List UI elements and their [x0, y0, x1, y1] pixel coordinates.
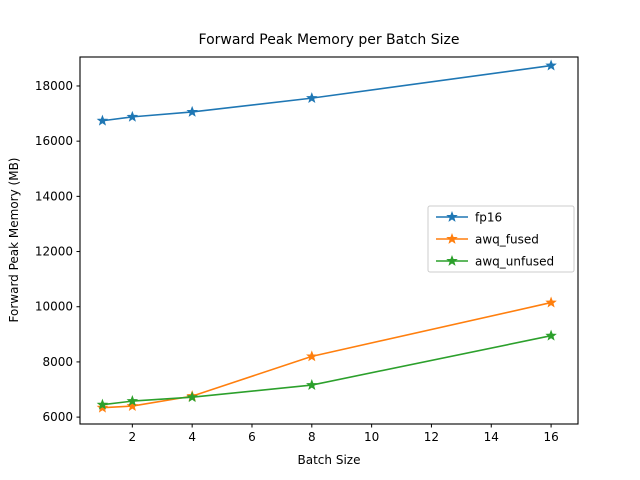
y-tick-label: 18000 [35, 79, 73, 93]
data-point-awq_unfused-2 [126, 395, 139, 406]
data-point-awq_unfused-8 [306, 379, 318, 390]
data-point-awq_unfused-16 [545, 329, 557, 341]
data-point-fp16-16 [545, 59, 557, 71]
legend-marker-awq_unfused [446, 254, 458, 266]
data-point-fp16-1 [96, 114, 109, 126]
legend-entry-awq_fused[interactable]: awq_fused [436, 233, 539, 247]
data-point-fp16-8 [306, 92, 318, 104]
axes-frame [79, 56, 579, 425]
y-tick-label: 16000 [35, 134, 73, 148]
x-tick-label: 8 [308, 430, 316, 444]
y-tick-label: 12000 [35, 245, 73, 259]
data-series-group [96, 59, 557, 413]
x-tick-label: 10 [364, 430, 379, 444]
data-point-awq_unfused-4 [186, 391, 198, 403]
legend-marker-fp16 [446, 210, 458, 222]
legend-label-awq_unfused: awq_unfused [475, 255, 554, 269]
x-tick-label: 12 [424, 430, 439, 444]
data-point-fp16-2 [126, 110, 139, 122]
legend-entry-awq_unfused[interactable]: awq_unfused [436, 255, 554, 269]
series-fp16 [96, 59, 557, 126]
legend-label-awq_fused: awq_fused [475, 233, 539, 247]
series-awq_unfused [96, 329, 557, 410]
x-tick-label: 2 [129, 430, 137, 444]
x-tick-label: 16 [543, 430, 558, 444]
data-point-awq_fused-8 [306, 350, 318, 362]
data-point-fp16-4 [186, 105, 198, 117]
x-axis-label: Batch Size [298, 453, 361, 467]
x-tick-label: 4 [188, 430, 196, 444]
legend[interactable]: fp16 awq_fused awq_unfused [427, 205, 575, 273]
y-axis-ticks: 6000 8000 10000 12000 14000 16000 18000 [35, 79, 80, 424]
y-tick-label: 8000 [42, 355, 73, 369]
y-tick-label: 10000 [35, 300, 73, 314]
data-point-awq_unfused-1 [96, 398, 109, 410]
data-point-awq_fused-16 [545, 296, 557, 308]
chart-title: Forward Peak Memory per Batch Size [199, 32, 460, 48]
y-tick-label: 6000 [42, 410, 73, 424]
x-axis-ticks: 2 4 6 8 10 12 14 16 [129, 424, 559, 444]
x-tick-label: 6 [248, 430, 256, 444]
x-tick-label: 14 [484, 430, 499, 444]
legend-marker-awq_fused [446, 232, 458, 244]
y-axis-label: Forward Peak Memory (MB) [7, 158, 21, 323]
legend-entry-fp16[interactable]: fp16 [436, 211, 502, 225]
y-tick-label: 14000 [35, 189, 73, 203]
legend-box [427, 205, 575, 273]
legend-label-fp16: fp16 [475, 211, 502, 225]
data-point-awq_fused-2 [126, 400, 139, 411]
